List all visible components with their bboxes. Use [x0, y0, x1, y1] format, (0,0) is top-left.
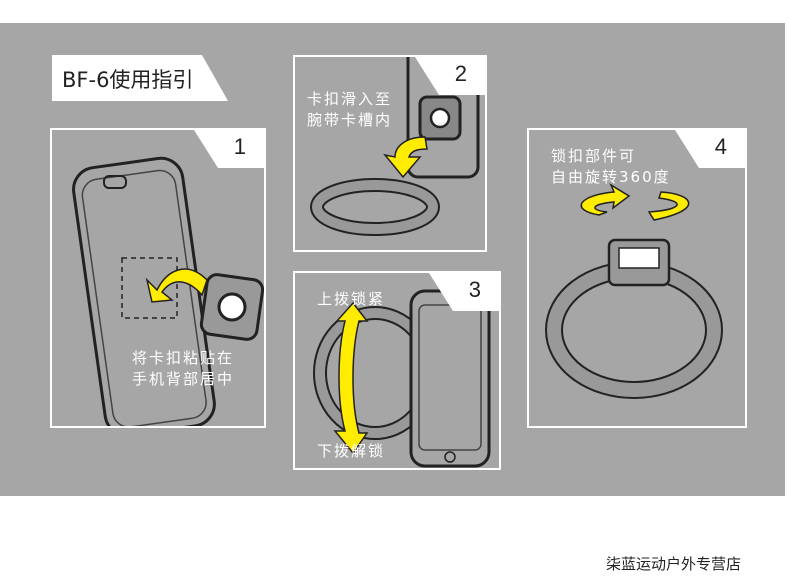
guide-title: BF-6使用指引 [62, 68, 194, 92]
title-tag: BF-6使用指引 [52, 55, 228, 101]
unlock-caption: 下拨解锁 [317, 442, 386, 460]
step-2-panel: 2 卡扣滑入至腕带卡槽内 [293, 55, 487, 252]
step-4-caption: 锁扣部件可自由旋转360度 [551, 147, 671, 186]
step-4-panel: 4 锁扣部件可自由旋转360度 [527, 128, 747, 428]
step-2-caption: 卡扣滑入至腕带卡槽内 [307, 90, 393, 129]
step-1-caption: 将卡扣粘贴在手机背部居中 [132, 349, 235, 388]
shop-name: 柒蓝运动户外专营店 [606, 555, 742, 573]
step-3-panel: 3 上拨锁紧 下拨解锁 [293, 271, 501, 470]
step-1-panel: 1 将卡扣粘贴在手机背部居中 [50, 128, 266, 428]
step-number-badge: 4 [675, 130, 745, 168]
lock-caption: 上拨锁紧 [317, 290, 386, 308]
rotating-clip-illustration [545, 183, 723, 399]
phone-back-illustration [72, 156, 264, 426]
